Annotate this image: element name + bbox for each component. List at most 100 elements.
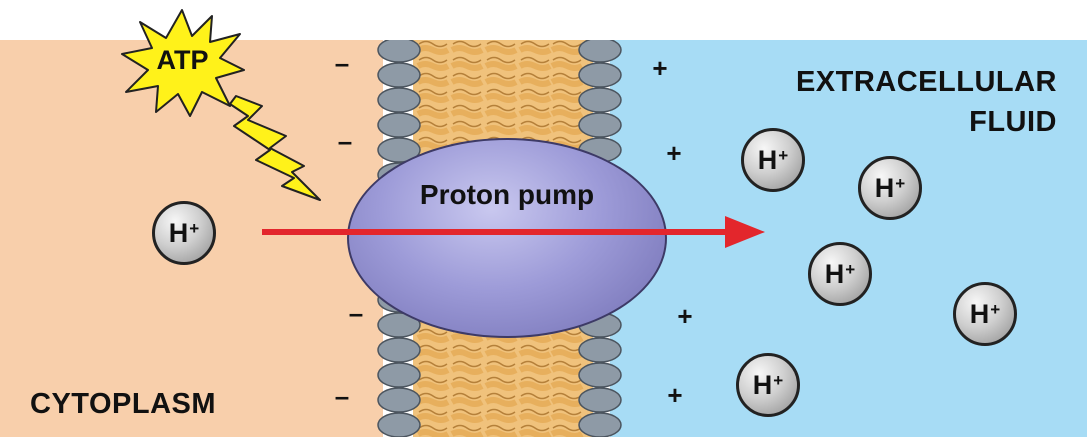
lipid-tail — [418, 424, 448, 432]
lipid-tail — [418, 72, 448, 80]
lipid-tail — [486, 424, 516, 432]
lipid-tail — [452, 408, 482, 416]
lipid-tail — [550, 365, 584, 375]
lipid-tail — [418, 328, 448, 336]
lipid-tail — [416, 333, 450, 343]
lipid-tail — [416, 125, 450, 135]
lipid-tail — [452, 72, 482, 80]
lipid-tail — [452, 360, 482, 368]
lipid-tail — [450, 413, 484, 423]
lipid-tail — [416, 45, 450, 55]
extracellular-label-line2: FLUID — [969, 106, 1057, 138]
lipid-tail — [416, 109, 450, 119]
lipid-tail — [552, 360, 582, 368]
lipid-tail — [486, 408, 516, 416]
atp-burst-icon — [121, 9, 245, 117]
lipid-head — [578, 62, 622, 88]
lipid-tail — [550, 349, 584, 359]
lipid-tail — [550, 333, 584, 343]
lipid-tail — [452, 120, 482, 128]
lipid-tail — [518, 77, 552, 87]
lipid-head — [578, 40, 622, 63]
lipid-tail — [552, 424, 582, 432]
lipid-tail — [452, 88, 482, 96]
cytoplasm-label: CYTOPLASM — [30, 388, 217, 420]
lipid-tail — [552, 344, 582, 352]
lipid-tail — [520, 104, 550, 112]
lipid-tail — [550, 397, 584, 407]
lipid-tail — [418, 88, 448, 96]
lipid-tail — [520, 88, 550, 96]
lipid-tail — [418, 40, 448, 48]
lipid-tail — [450, 349, 484, 359]
lipid-tail — [450, 333, 484, 343]
lipid-tail — [418, 120, 448, 128]
lipid-tail — [418, 376, 448, 384]
lipid-tail — [416, 349, 450, 359]
lipid-tail — [450, 77, 484, 87]
lipid-head — [377, 337, 421, 363]
lipid-tail — [484, 397, 518, 407]
lipid-head — [578, 337, 622, 363]
proton-pump-label: Proton pump — [419, 179, 595, 210]
lipid-tail — [418, 392, 448, 400]
proton-ion-cytoplasm: H+ — [152, 201, 216, 265]
lipid-tail — [452, 104, 482, 112]
lipid-tail — [450, 397, 484, 407]
proton-ion-extracellular: H+ — [953, 282, 1017, 346]
lipid-tail — [552, 408, 582, 416]
lipid-tail — [484, 365, 518, 375]
lipid-tail — [520, 408, 550, 416]
proton-ion-extracellular: H+ — [808, 242, 872, 306]
extracellular-label-line1: EXTRACELLULAR — [795, 66, 1057, 98]
lipid-head — [578, 412, 622, 437]
lipid-tail — [486, 376, 516, 384]
lipid-tail — [452, 344, 482, 352]
lipid-tail — [416, 93, 450, 103]
lipid-tail — [418, 344, 448, 352]
lipid-tail — [452, 40, 482, 48]
lipid-tail — [416, 77, 450, 87]
lipid-tail — [486, 104, 516, 112]
lipid-tail — [484, 125, 518, 135]
lipid-head — [377, 40, 421, 63]
lipid-tail — [520, 344, 550, 352]
lipid-tail — [518, 45, 552, 55]
lipid-tail — [520, 376, 550, 384]
lipid-tail — [518, 413, 552, 423]
lipid-tail — [518, 349, 552, 359]
lipid-tail — [552, 392, 582, 400]
lipid-tail — [416, 397, 450, 407]
extracellular-region — [620, 40, 1087, 437]
lipid-head — [377, 312, 421, 338]
lipid-tail — [518, 109, 552, 119]
negative-charge-sign: – — [337, 126, 353, 156]
lipid-tail — [486, 344, 516, 352]
lipid-tail — [520, 56, 550, 64]
lipid-tail — [550, 45, 584, 55]
lipid-head — [377, 387, 421, 413]
lipid-tail — [452, 424, 482, 432]
lipid-head — [578, 112, 622, 138]
lipid-tail — [416, 365, 450, 375]
lipid-tail — [518, 61, 552, 71]
lipid-tail — [486, 392, 516, 400]
lipid-tail — [520, 40, 550, 48]
lipid-tail — [550, 77, 584, 87]
lipid-tail — [418, 104, 448, 112]
proton-ion-extracellular: H+ — [741, 128, 805, 192]
positive-charge-sign: + — [677, 301, 693, 331]
lipid-tail — [552, 104, 582, 112]
lipid-tail — [418, 360, 448, 368]
lipid-tail — [486, 88, 516, 96]
lipid-tail — [450, 381, 484, 391]
lipid-head — [578, 87, 622, 113]
positive-charge-sign: + — [652, 53, 668, 83]
lipid-tail — [484, 93, 518, 103]
lipid-tail — [550, 61, 584, 71]
lipid-tail — [452, 392, 482, 400]
proton-pump — [347, 138, 667, 338]
positive-charge-sign: + — [667, 380, 683, 410]
